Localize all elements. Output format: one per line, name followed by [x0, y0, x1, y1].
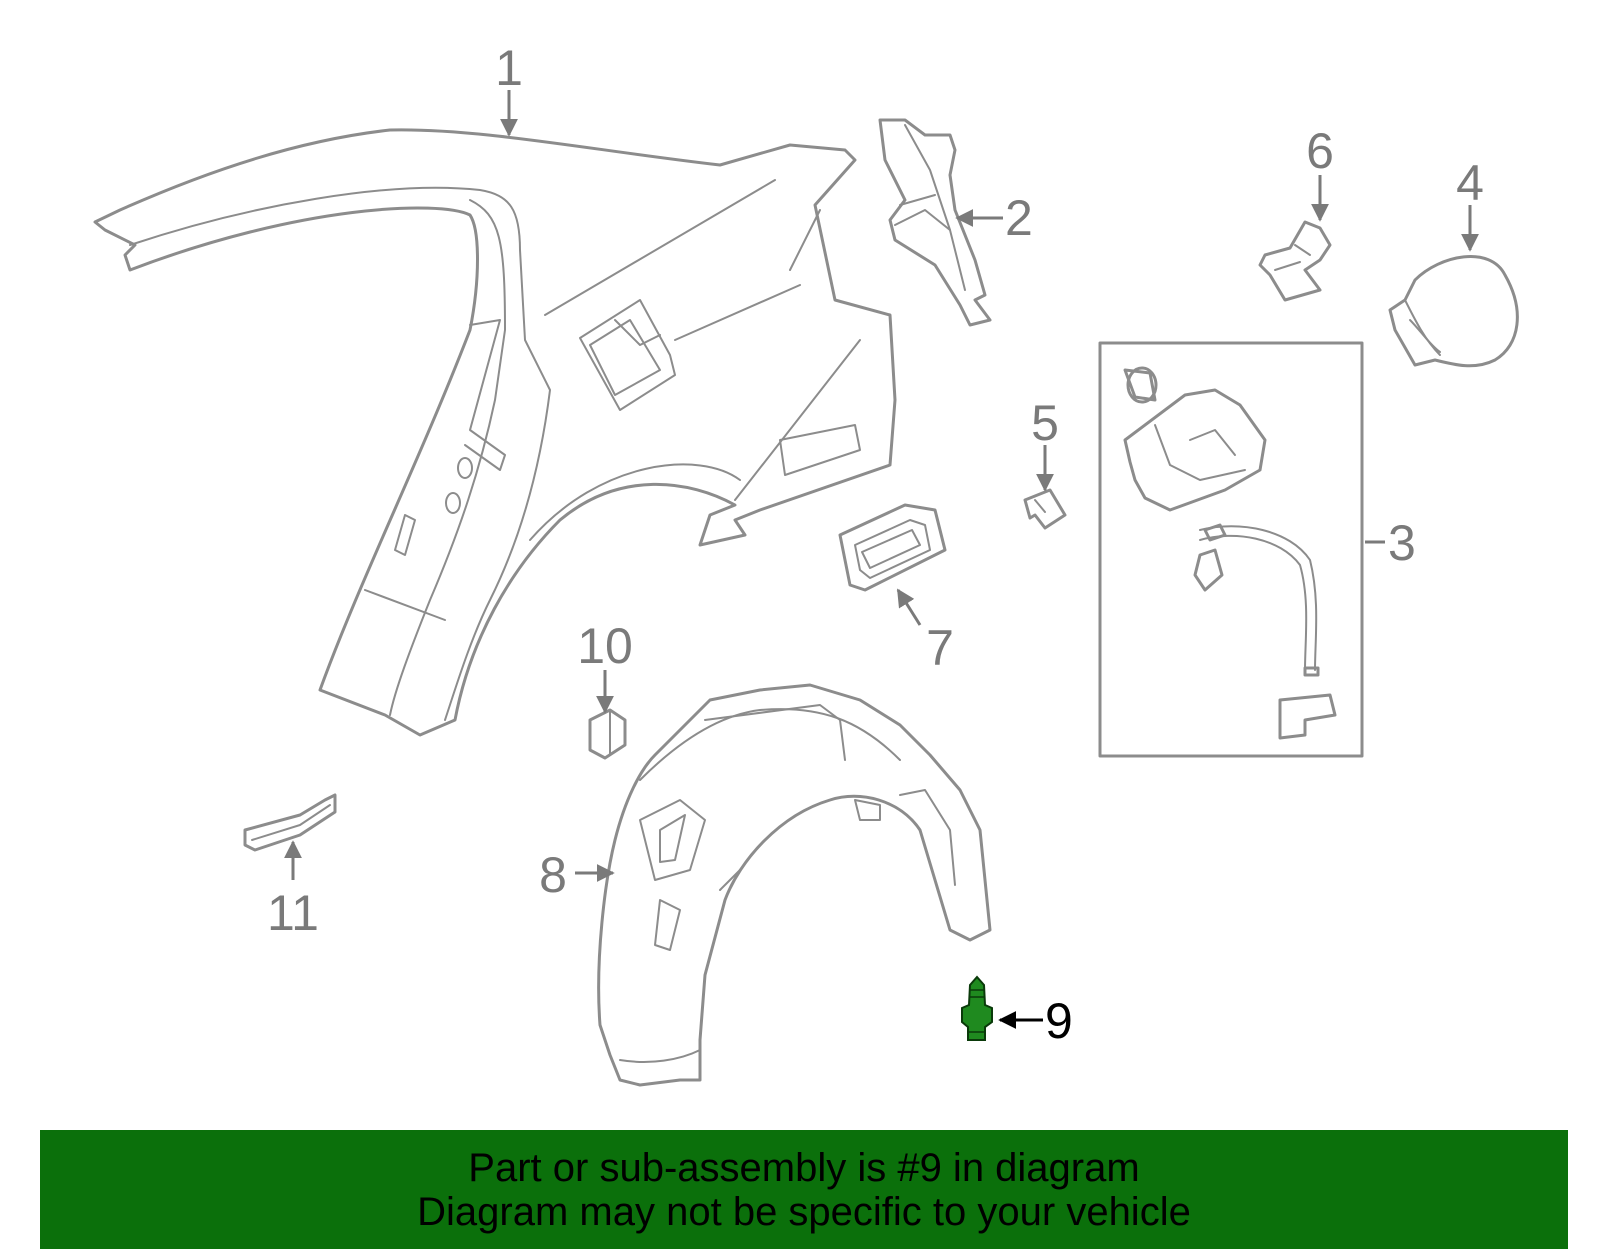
- callout-5: 5: [1031, 395, 1059, 451]
- callout-4: 4: [1456, 155, 1484, 211]
- banner-line-disclaimer: Diagram may not be specific to your vehi…: [417, 1190, 1191, 1234]
- callout-6: 6: [1306, 123, 1334, 179]
- callout-7: 7: [926, 620, 954, 676]
- callout-3: 3: [1388, 515, 1416, 571]
- callout-11: 11: [267, 885, 319, 941]
- part-11-sill[interactable]: [243, 793, 337, 852]
- callout-8: 8: [539, 847, 567, 903]
- part-4-fuel-cap[interactable]: [1388, 255, 1519, 368]
- part-10-clip[interactable]: [588, 708, 627, 760]
- part-6-clip[interactable]: [1258, 220, 1332, 302]
- part-5-clip[interactable]: [1023, 488, 1067, 530]
- part-7-seal[interactable]: [838, 503, 947, 592]
- callout-leaders: [284, 90, 1479, 1029]
- callout-9: 9: [1045, 993, 1073, 1049]
- part-2-bracket[interactable]: [878, 118, 992, 327]
- part-9-clip[interactable]: [961, 975, 993, 1041]
- part-1-quarter-panel[interactable]: [93, 128, 897, 737]
- part-8-fender-liner[interactable]: [597, 683, 992, 1087]
- part-3-fuel-lid-assembly[interactable]: [1098, 341, 1364, 758]
- banner-line-part: Part or sub-assembly is #9 in diagram: [468, 1146, 1140, 1190]
- callout-labels: 1 2 3 4 5 6 7 8 9 10 11: [267, 40, 1484, 1049]
- callout-10: 10: [577, 618, 633, 674]
- leader-7: [896, 588, 922, 626]
- parts-diagram: 1 2 3 4 5 6 7 8 9 10 11: [93, 40, 1519, 1087]
- info-banner: Part or sub-assembly is #9 in diagram Di…: [40, 1130, 1568, 1249]
- callout-2: 2: [1005, 190, 1033, 246]
- callout-1: 1: [495, 40, 523, 96]
